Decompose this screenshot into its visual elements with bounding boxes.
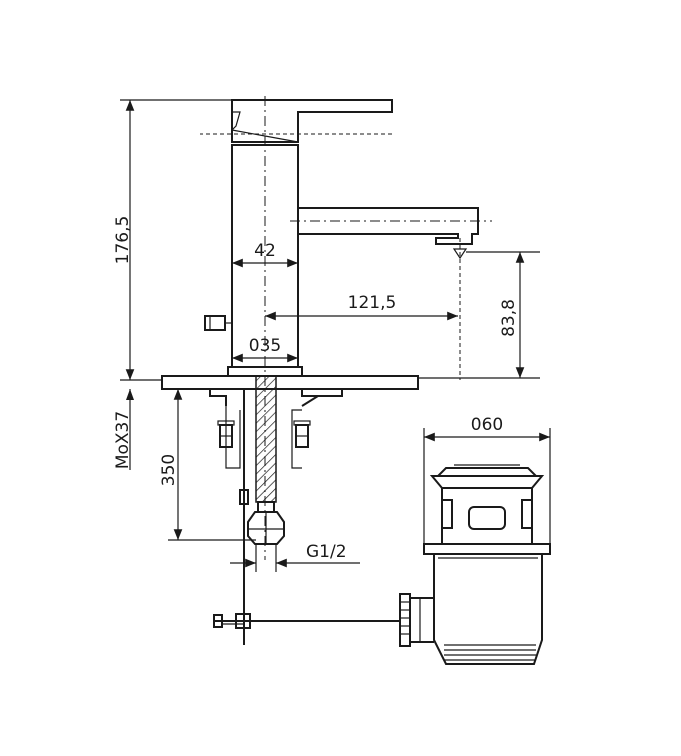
hose-fitting (247, 501, 285, 545)
waste-valve (399, 464, 551, 665)
dim-hose-length: 350 (159, 454, 179, 486)
dim-connection: G1/2 (306, 542, 347, 562)
linkage-clamp (235, 613, 251, 629)
dim-hole-diameter: 035 (249, 336, 281, 356)
threaded-shank (255, 375, 277, 503)
dim-spout-reach: 121,5 (348, 293, 397, 313)
cage-ribs (442, 499, 532, 529)
dim-total-height: 176,5 (113, 216, 133, 265)
side-outlet (409, 597, 434, 643)
cage-window (468, 506, 506, 530)
countertop-assembly (161, 375, 419, 645)
dim-body-width: 42 (254, 241, 276, 261)
dim-spout-height: 83,8 (499, 299, 519, 337)
plug-rim (429, 475, 545, 489)
popup-knob (204, 315, 226, 331)
countertop (161, 375, 419, 390)
rod-clip (239, 489, 249, 505)
waste-flange (423, 543, 551, 555)
waste-plug (435, 467, 539, 477)
waste-cage (441, 488, 533, 545)
washer-right (293, 420, 311, 426)
side-nut (399, 593, 411, 647)
dim-thread: MoX37 (113, 411, 133, 469)
fixing-bracket-lower (225, 406, 302, 469)
dim-thread-arrow (126, 389, 134, 400)
waste-thread (444, 644, 536, 661)
dim-waste-diameter: 060 (471, 415, 503, 435)
spout (298, 207, 479, 245)
dimensions: 176,5 42 121,5 83,8 035 MoX37 350 G1/2 (113, 99, 551, 572)
lever-handle (231, 99, 393, 143)
lever-handle-shadow (231, 111, 241, 131)
linkage-end (213, 614, 223, 628)
washer-left (217, 420, 235, 426)
fixing-bracket (209, 389, 343, 407)
waste-body (433, 554, 543, 665)
side-nut-knurl (400, 601, 410, 635)
